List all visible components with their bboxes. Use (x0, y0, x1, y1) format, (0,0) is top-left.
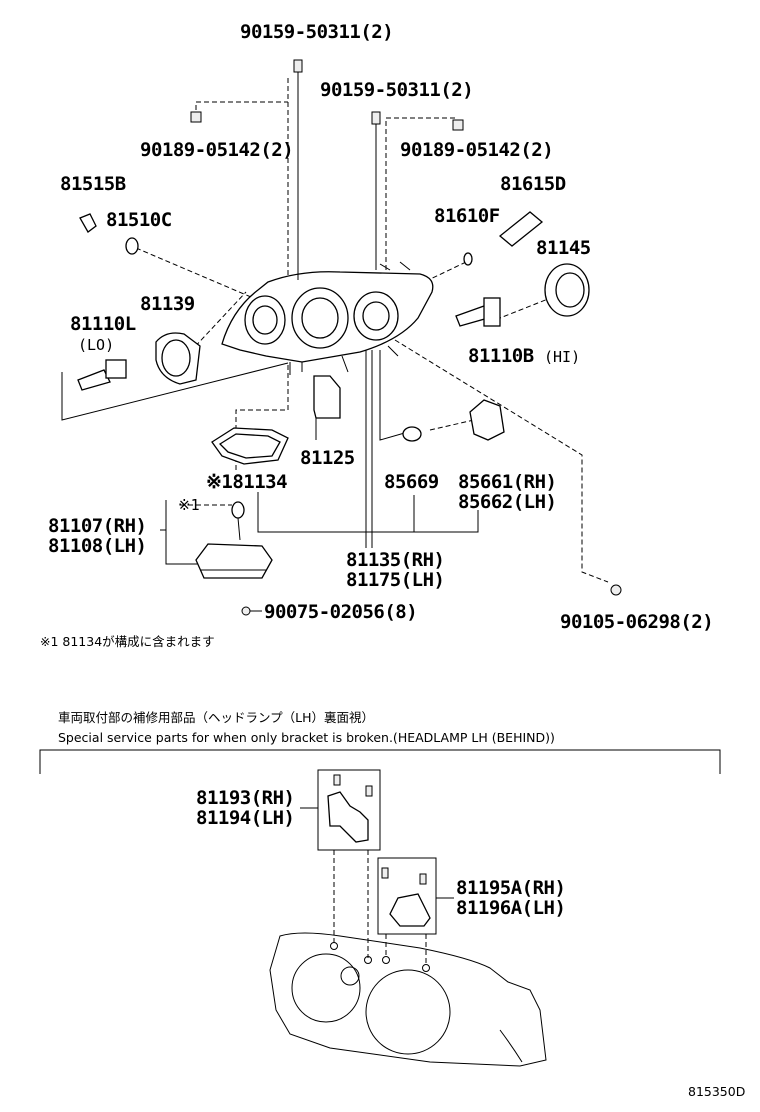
label-81193: 81193(RH) (196, 787, 294, 809)
label-81139: 81139 (140, 293, 195, 315)
screw-90159-right-icon (371, 111, 381, 125)
bracket-81193-icon (327, 774, 373, 843)
cap-81145-icon (544, 263, 590, 317)
headlamp-assembly (221, 261, 434, 375)
label-81110l-lo: (LO) (78, 336, 114, 354)
actuator-85661-icon (469, 399, 505, 441)
cover-81139-icon (155, 332, 201, 385)
label-90189-right: 90189-05142(2) (400, 139, 553, 161)
section-frame (39, 749, 721, 774)
gasket-81134-icon (211, 427, 289, 465)
bulb-81110b-icon (455, 297, 501, 327)
label-81110b: 81110B (468, 345, 534, 367)
bulb-81610f-icon (463, 252, 473, 266)
label-81195a: 81195A(RH) (456, 877, 565, 899)
bracket-81193-box (317, 769, 381, 851)
label-81510c: 81510C (106, 209, 172, 231)
screw-90159-left-icon (293, 59, 303, 80)
label-81196a: 81196A(LH) (456, 897, 565, 919)
bulb-81110l-icon (77, 359, 127, 391)
screw-90105-icon (610, 584, 622, 596)
clip-90189-right-icon (452, 119, 464, 131)
bracket-81125-icon (313, 375, 341, 419)
label-90159-right: 90159-50311(2) (320, 79, 473, 101)
section-title-en: Special service parts for when only brac… (58, 730, 555, 745)
label-81194: 81194(LH) (196, 807, 294, 829)
label-85669: 85669 (384, 471, 439, 493)
oring-85669-icon (402, 426, 422, 442)
section-title-ja: 車両取付部の補修用部品（ヘッドランプ（LH）裏面視） (58, 710, 374, 725)
label-90189-left: 90189-05142(2) (140, 139, 293, 161)
special-service-section: 車両取付部の補修用部品（ヘッドランプ（LH）裏面視） Special servi… (39, 710, 745, 1099)
label-81175: 81175(LH) (346, 569, 444, 591)
bulb-81510c-icon (125, 237, 139, 255)
bracket-81195a-icon (381, 867, 431, 927)
screw-90075-icon (241, 606, 251, 616)
label-85661: 85661(RH) (458, 471, 556, 493)
label-81134: ※181134 (206, 471, 287, 493)
footnote: ※1 81134が構成に含まれます (40, 634, 215, 649)
label-90159-left: 90159-50311(2) (240, 21, 393, 43)
label-81110b-hi: (HI) (544, 348, 580, 366)
label-81108: 81108(LH) (48, 535, 146, 557)
small-parts (77, 59, 622, 616)
headlamp-back-view (269, 932, 547, 1067)
ballast-81107-icon (195, 501, 273, 579)
socket-81515b-icon (79, 213, 97, 233)
label-81615d: 81615D (500, 173, 566, 195)
label-81125: 81125 (300, 447, 355, 469)
socket-81615d-icon (498, 211, 544, 247)
label-90105: 90105-06298(2) (560, 611, 713, 633)
part-labels-top: 90159-50311(2) 90159-50311(2) 90189-0514… (40, 21, 714, 649)
label-81110l: 81110L (70, 313, 136, 335)
label-81515b: 81515B (60, 173, 126, 195)
label-81145: 81145 (536, 237, 591, 259)
bracket-81195a-box (377, 857, 437, 935)
label-81610f: 81610F (434, 205, 500, 227)
label-mark1: ※1 (178, 496, 200, 514)
diagram-code: 815350D (688, 1084, 745, 1099)
label-85662: 85662(LH) (458, 491, 556, 513)
label-81135: 81135(RH) (346, 549, 444, 571)
clip-90189-left-icon (190, 111, 202, 123)
label-90075: 90075-02056(8) (264, 601, 417, 623)
label-81107: 81107(RH) (48, 515, 146, 537)
